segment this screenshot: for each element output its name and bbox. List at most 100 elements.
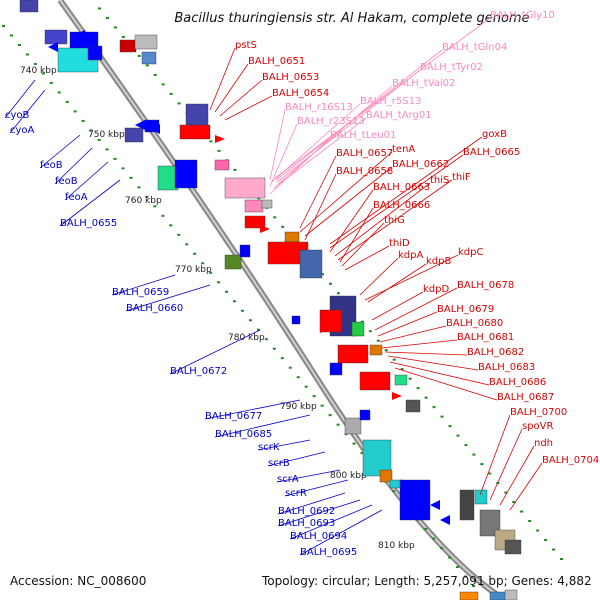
forward-gene-arrow[interactable] [275,245,285,253]
gene-feature[interactable] [244,199,264,213]
gene-feature[interactable] [489,591,507,600]
reverse-gene-label[interactable]: scrK [258,442,280,453]
gene-feature[interactable] [359,409,371,421]
forward-gene-label[interactable]: BALH_0700 [510,407,567,418]
reverse-gene-label[interactable]: BALH_0685 [215,429,272,440]
forward-gene-label[interactable]: BALH_0681 [457,332,514,343]
reverse-gene-label[interactable]: BALH_0660 [126,303,183,314]
gene-feature[interactable] [459,591,479,600]
forward-gene-arrow[interactable] [392,392,402,400]
forward-gene-label[interactable]: thiF [452,172,471,183]
forward-gene-label[interactable]: BALH_0654 [272,88,329,99]
forward-gene-label[interactable]: goxB [482,129,507,140]
reverse-gene-label[interactable]: cyoB [5,110,30,121]
gene-feature[interactable] [44,29,68,45]
forward-gene-arrow[interactable] [245,220,255,228]
forward-gene-label[interactable]: BALH_0662 [392,159,449,170]
forward-gene-arrow[interactable] [185,125,195,133]
rna-gene-label[interactable]: BALH_r23S13 [297,116,365,127]
gene-feature[interactable] [134,34,158,50]
rna-gene-label[interactable]: BALH_tGly10 [490,10,555,21]
gene-feature[interactable] [319,309,343,333]
reverse-gene-label[interactable]: scrB [268,458,290,469]
forward-gene-label[interactable]: thiD [389,238,410,249]
rna-gene-label[interactable]: BALH_tVal02 [392,78,455,89]
gene-feature[interactable] [474,489,488,505]
forward-gene-arrow[interactable] [200,130,210,138]
forward-gene-arrow[interactable] [260,225,270,233]
gene-feature[interactable] [299,249,323,279]
forward-gene-arrow[interactable] [215,135,225,143]
forward-gene-label[interactable]: thiG [384,215,405,226]
reverse-gene-label[interactable]: feoB [40,160,63,171]
forward-gene-label[interactable]: pstS [235,40,257,51]
forward-gene-arrow[interactable] [360,375,370,383]
gene-feature[interactable] [459,489,475,521]
reverse-gene-label[interactable]: BALH_0672 [170,366,227,377]
gene-feature[interactable] [141,51,157,65]
gene-feature[interactable] [124,127,144,143]
forward-gene-label[interactable]: tenA [392,144,415,155]
forward-gene-label[interactable]: BALH_0651 [248,56,305,67]
forward-gene-label[interactable]: BALH_0682 [467,347,524,358]
gene-feature[interactable] [174,159,198,189]
reverse-gene-label[interactable]: feoA [65,192,88,203]
reverse-gene-arrow[interactable] [150,124,160,134]
forward-gene-label[interactable]: kdpC [458,247,483,258]
rna-gene-label[interactable]: BALH_r16S13 [285,102,353,113]
forward-gene-label[interactable]: BALH_0680 [446,318,503,329]
reverse-gene-arrow[interactable] [48,42,58,52]
reverse-gene-label[interactable]: BALH_0694 [290,531,347,542]
gene-feature[interactable] [379,469,393,483]
gene-feature[interactable] [394,374,408,386]
forward-gene-arrow[interactable] [375,382,385,390]
reverse-gene-label[interactable]: BALH_0692 [278,506,335,517]
reverse-gene-label[interactable]: BALH_0695 [300,547,357,558]
forward-gene-label[interactable]: BALH_0666 [373,200,430,211]
gene-feature[interactable] [399,479,431,521]
forward-gene-label[interactable]: kdpB [426,256,451,267]
gene-feature[interactable] [504,539,522,555]
gene-feature[interactable] [369,344,383,356]
forward-gene-label[interactable]: thiS [430,175,449,186]
gene-feature[interactable] [224,177,266,199]
reverse-gene-arrow[interactable] [440,515,450,525]
reverse-gene-label[interactable]: BALH_0693 [278,518,335,529]
forward-gene-label[interactable]: BALH_0678 [457,280,514,291]
forward-gene-arrow[interactable] [290,250,300,258]
gene-feature[interactable] [479,509,501,537]
reverse-gene-label[interactable]: BALH_0655 [60,218,117,229]
forward-gene-label[interactable]: BALH_0653 [262,72,319,83]
rna-gene-label[interactable]: BALH_r5S13 [360,96,421,107]
gene-feature[interactable] [179,124,211,140]
rna-gene-label[interactable]: BALH_tGln04 [442,42,507,53]
forward-gene-label[interactable]: BALH_0658 [336,166,393,177]
forward-gene-arrow[interactable] [340,352,350,360]
reverse-gene-label[interactable]: BALH_0659 [112,287,169,298]
reverse-gene-label[interactable]: scrR [285,488,307,499]
gene-feature[interactable] [291,315,301,325]
forward-gene-label[interactable]: ndh [534,438,553,449]
reverse-gene-arrow[interactable] [415,490,425,500]
gene-feature[interactable] [87,45,103,61]
gene-feature[interactable] [19,0,39,13]
forward-gene-label[interactable]: BALH_0686 [489,377,546,388]
gene-feature[interactable] [504,589,518,600]
forward-gene-label[interactable]: BALH_0657 [336,148,393,159]
gene-feature[interactable] [329,362,343,376]
gene-feature[interactable] [344,417,362,435]
gene-feature[interactable] [351,321,365,337]
gene-feature[interactable] [224,254,242,270]
gene-feature[interactable] [214,159,230,171]
reverse-gene-arrow[interactable] [135,120,145,130]
gene-feature[interactable] [119,39,137,53]
forward-gene-label[interactable]: kdpD [423,284,449,295]
rna-gene-label[interactable]: BALH_tArg01 [366,110,432,121]
gene-feature[interactable] [239,244,251,258]
reverse-gene-label[interactable]: scrA [277,474,299,485]
reverse-gene-label[interactable]: BALH_0677 [205,411,262,422]
reverse-gene-label[interactable]: cyoA [10,125,35,136]
forward-gene-label[interactable]: kdpA [398,250,423,261]
reverse-gene-arrow[interactable] [430,500,440,510]
rna-gene-label[interactable]: BALH_tLeu01 [330,130,396,141]
